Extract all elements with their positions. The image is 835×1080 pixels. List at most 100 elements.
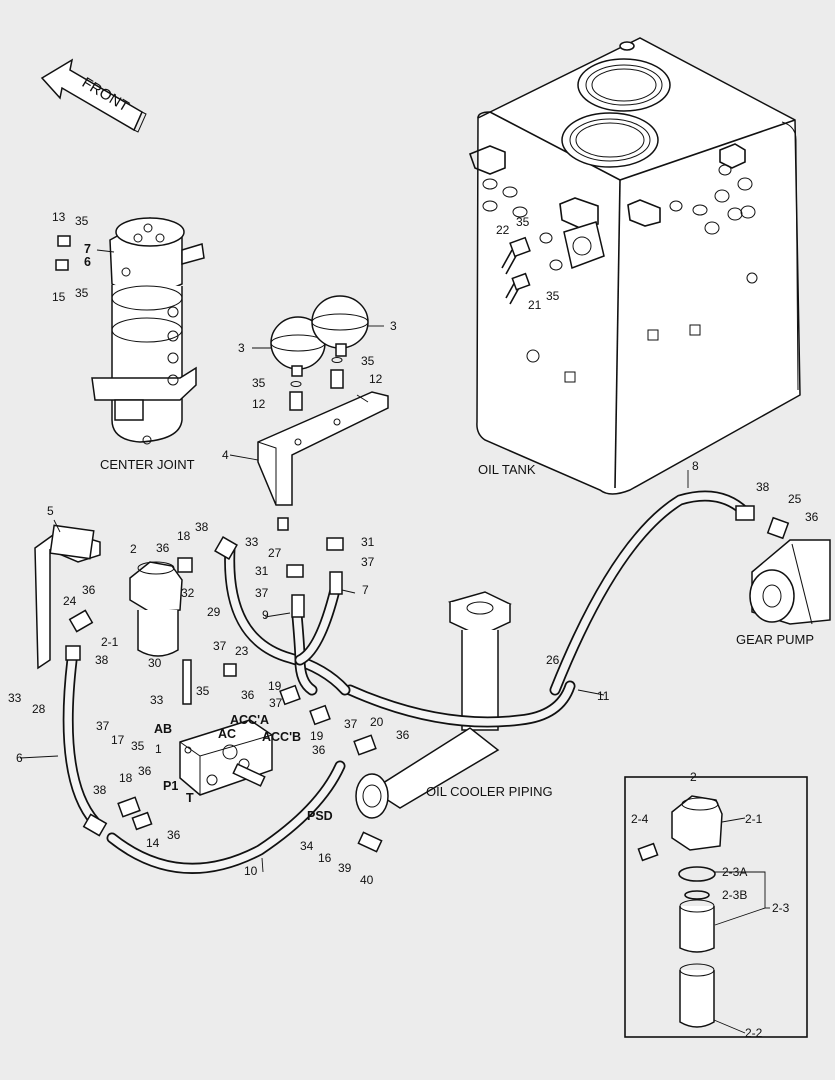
part-number: 35 [546, 289, 560, 303]
part-number: 37 [213, 639, 227, 653]
part-number: 11 [597, 689, 610, 703]
caption-gear-pump: GEAR PUMP [736, 632, 814, 647]
bracket-4 [257, 391, 389, 506]
leader-lines [19, 249, 746, 1034]
part-number: 39 [338, 861, 352, 875]
part-number: 30 [148, 656, 162, 670]
hoses [62, 490, 751, 874]
center-joint [91, 217, 205, 445]
bracket-5 [34, 524, 101, 670]
part-number: 35 [516, 215, 530, 229]
part-number: 10 [244, 864, 258, 878]
part-number: 36 [138, 764, 152, 778]
detail-label: 2 [690, 770, 697, 784]
part-number: 27 [268, 546, 282, 560]
part-number: 33 [8, 691, 22, 705]
part-number: 8 [692, 459, 699, 473]
detail-label: 2-3 [772, 901, 790, 915]
part-number: 3 [238, 341, 245, 355]
part-number: 38 [93, 783, 107, 797]
part-number: 6 [16, 751, 23, 765]
gear-pump [749, 539, 831, 625]
part-number: 3 [390, 319, 397, 333]
part-number: 37 [361, 555, 375, 569]
part-number: 36 [156, 541, 170, 555]
port-label: T [186, 791, 194, 805]
oil-tank [468, 37, 801, 495]
port-label: ACC'A [230, 713, 269, 727]
part-number: 21 [528, 298, 542, 312]
part-number: 24 [63, 594, 77, 608]
part-number: 36 [312, 743, 326, 757]
detail-label: 2-2 [745, 1026, 763, 1040]
part-number: 19 [268, 679, 282, 693]
part-number: 7 [362, 583, 369, 597]
part-number: 34 [300, 839, 314, 853]
part-number: 38 [195, 520, 209, 534]
part-number: 9 [262, 608, 269, 622]
filter-2 [129, 561, 183, 657]
part-number: 40 [360, 873, 374, 887]
part-number: 26 [546, 653, 560, 667]
detail-label: 2-4 [631, 812, 649, 826]
part-number: 28 [32, 702, 46, 716]
front-arrow: FRONT [40, 58, 147, 133]
part-number: 31 [361, 535, 375, 549]
port-label: AC [218, 727, 236, 741]
part-number: 36 [805, 510, 819, 524]
part-number: 17 [111, 733, 125, 747]
detail-box [624, 776, 808, 1038]
part-number: 2 [130, 542, 137, 556]
part-number: 12 [369, 372, 383, 386]
part-number: 37 [269, 696, 283, 710]
part-number: 6 [84, 255, 91, 269]
part-number: 31 [255, 564, 269, 578]
part-number: 23 [235, 644, 249, 658]
caption-oil-tank: OIL TANK [478, 462, 536, 477]
part-number: 25 [788, 492, 802, 506]
part-number: 35 [131, 739, 145, 753]
caption-oil-cooler-piping: OIL COOLER PIPING [426, 784, 553, 799]
part-number: 36 [167, 828, 181, 842]
part-number: 37 [255, 586, 269, 600]
part-number: 1 [155, 742, 162, 756]
part-number: 14 [146, 836, 160, 850]
part-number: 33 [150, 693, 164, 707]
part-number: 38 [95, 653, 109, 667]
oil-cooler-piping [355, 591, 512, 819]
part-number: 36 [396, 728, 410, 742]
detail-label: 2-3A [722, 865, 747, 879]
fittings [55, 235, 790, 853]
part-number: 38 [756, 480, 770, 494]
part-number: 20 [370, 715, 384, 729]
part-number: 2-1 [101, 635, 119, 649]
part-number: 36 [241, 688, 255, 702]
part-number: 7 [84, 242, 91, 256]
part-number: 12 [252, 397, 266, 411]
part-number: 4 [222, 448, 229, 462]
part-number: 35 [75, 214, 89, 228]
port-label: PSD [307, 809, 333, 823]
part-number: 35 [75, 286, 89, 300]
accumulators [270, 295, 369, 411]
detail-label: 2-3B [722, 888, 747, 902]
part-number: 35 [196, 684, 210, 698]
caption-center-joint: CENTER JOINT [100, 457, 195, 472]
port-label: ACC'B [262, 730, 301, 744]
port-label: P1 [163, 779, 178, 793]
part-number: 33 [245, 535, 259, 549]
part-number: 37 [96, 719, 110, 733]
part-number: 35 [252, 376, 266, 390]
port-labels: AB AC ACC'A ACC'B P1 T PSD [154, 713, 333, 823]
part-number: 18 [119, 771, 133, 785]
part-number: 5 [47, 504, 54, 518]
part-number: 13 [52, 210, 66, 224]
part-number: 37 [344, 717, 358, 731]
part-number: 15 [52, 290, 66, 304]
part-number: 32 [181, 586, 195, 600]
part-number: 16 [318, 851, 332, 865]
port-label: AB [154, 722, 172, 736]
